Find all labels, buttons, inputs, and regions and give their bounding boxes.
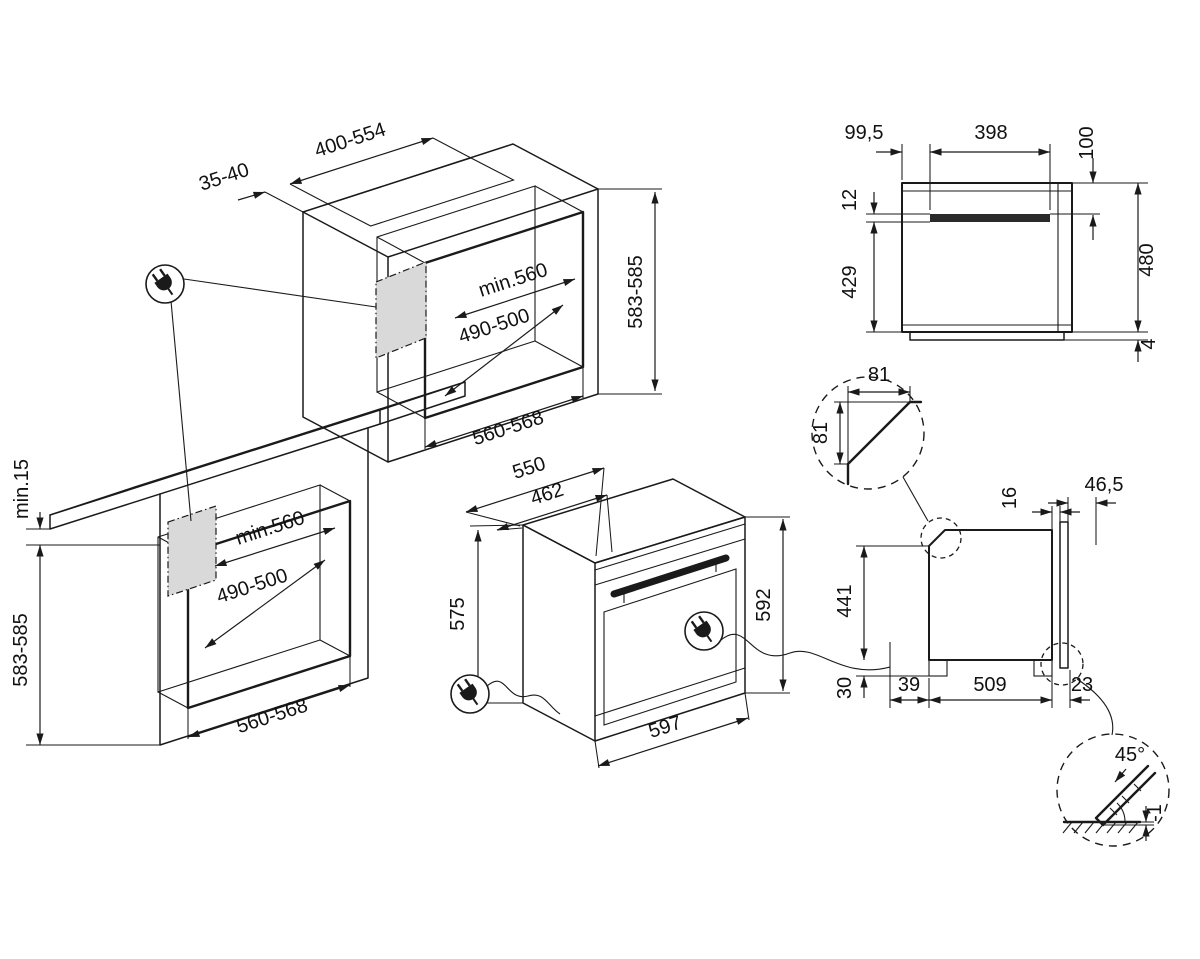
side-view-bottom: 16 46,5 441 30 39 509 23 — [683, 474, 1124, 736]
dim-oven-height-body: 575 — [447, 597, 469, 630]
dim-oven-height-front: 592 — [753, 588, 775, 621]
dim-bottom-feet-span: 509 — [973, 674, 1006, 696]
dim-base-top-clearance: min.15 — [11, 459, 33, 519]
floor-chamfer-detail: 45° -1 — [1056, 733, 1170, 847]
dim-side-rear-offset: 99,5 — [845, 122, 884, 144]
dim-bottom-rear-height: 441 — [834, 584, 856, 617]
dim-chamfer-leg-horizontal: 81 — [868, 364, 890, 386]
dim-bottom-base-gap: 30 — [834, 677, 856, 699]
dim-base-niche-width: 560-568 — [234, 694, 311, 738]
power-cord-side — [720, 633, 891, 671]
power-connection-area-base — [167, 505, 217, 597]
dim-base-niche-depth: min.560 — [233, 507, 307, 550]
corner-chamfer-detail: 81 81 — [810, 364, 929, 522]
dim-side-total-height: 480 — [1136, 243, 1158, 276]
power-plug-icon-oven — [449, 673, 561, 715]
dim-tall-rear-gap: 35-40 — [196, 159, 251, 196]
dim-tall-niche-width: 560-568 — [470, 406, 547, 450]
oven-view: 550 462 575 592 597 — [447, 453, 790, 769]
oven-door-profile — [1059, 521, 1069, 669]
dim-tall-unit-height: 583-585 — [625, 255, 647, 328]
dim-tall-niche-height: 490-500 — [456, 304, 533, 348]
dim-side-base-height: 4 — [1138, 338, 1160, 349]
power-plug-icon-side — [683, 610, 891, 671]
dim-side-bracket-height: 12 — [839, 189, 861, 211]
dim-bottom-front-offset: 46,5 — [1085, 474, 1124, 496]
dim-side-top-inset: 100 — [1076, 126, 1098, 159]
power-plug-icon-main — [144, 263, 377, 522]
dim-base-niche-height: 490-500 — [214, 564, 291, 608]
dim-floor-chamfer-angle: 45° — [1115, 744, 1145, 766]
dim-side-bracket-width: 398 — [974, 122, 1007, 144]
dim-bottom-rear-inset: 39 — [898, 674, 920, 696]
dim-bottom-front-inset: 23 — [1071, 674, 1093, 696]
mounting-bracket — [930, 214, 1050, 222]
dim-floor-offset: -1 — [1144, 804, 1166, 822]
dim-chamfer-leg-vertical: 81 — [810, 422, 832, 444]
oven-handle — [610, 554, 730, 598]
dim-bottom-top-gap: 16 — [999, 487, 1021, 509]
power-connection-area-tall — [375, 261, 427, 359]
tall-unit-view: 400-554 35-40 min.560 490-500 560-568 58… — [196, 118, 662, 463]
dim-oven-depth-total: 550 — [510, 453, 549, 484]
door-bottom-edge — [1094, 764, 1157, 827]
side-view-top: 99,5 398 100 12 429 480 4 — [839, 122, 1160, 362]
dim-tall-niche-depth: min.560 — [476, 259, 550, 302]
base-unit-view: min.560 490-500 560-568 min.15 583-585 — [10, 381, 466, 746]
vent-cutout — [326, 157, 515, 227]
dim-oven-depth-body: 462 — [528, 479, 567, 510]
power-cord — [485, 680, 561, 715]
dim-oven-width: 597 — [646, 712, 685, 743]
dim-side-lower-height: 429 — [839, 265, 861, 298]
dim-base-unit-height: 583-585 — [10, 613, 32, 686]
